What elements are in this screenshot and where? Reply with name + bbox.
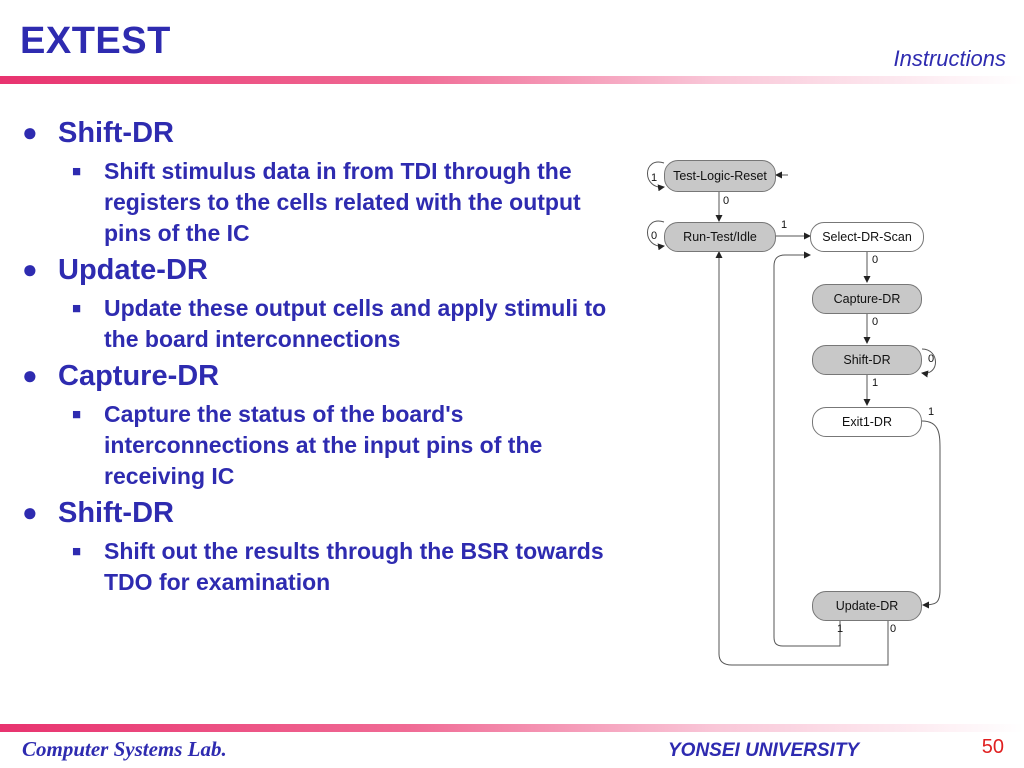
state-update-dr: Update-DR xyxy=(812,591,922,621)
state-run-test-idle: Run-Test/Idle xyxy=(664,222,776,252)
slide-section-label: Instructions xyxy=(893,46,1007,71)
state-shift-dr: Shift-DR xyxy=(812,345,922,375)
bullet-heading: ●Capture-DR xyxy=(22,360,220,392)
state-exit1-dr: Exit1-DR xyxy=(812,407,922,437)
tap-state-diagram: Test-Logic-Reset Run-Test/Idle Select-DR… xyxy=(640,150,960,680)
bullet-subitem: ■Capture the status of the board's inter… xyxy=(72,401,543,489)
bullet-heading: ●Shift-DR xyxy=(22,497,174,529)
transition-label: 0 xyxy=(723,195,730,207)
header-divider xyxy=(0,76,1024,84)
bullet-dot-icon: ● xyxy=(22,360,38,390)
square-bullet-icon: ■ xyxy=(72,406,82,423)
footer-university: YONSEI UNIVERSITY xyxy=(668,740,860,761)
transition-label: 1 xyxy=(837,623,844,635)
bullet-subitem: ■Shift out the results through the BSR t… xyxy=(72,538,604,595)
bullet-list: ●Shift-DR ■Shift stimulus data in from T… xyxy=(22,116,622,602)
bullet-heading: ●Shift-DR xyxy=(22,117,174,149)
state-capture-dr: Capture-DR xyxy=(812,284,922,314)
transition-label: 0 xyxy=(928,353,935,365)
bullet-subitem: ■Update these output cells and apply sti… xyxy=(72,295,607,352)
transition-label: 0 xyxy=(651,230,658,242)
slide-title: EXTEST xyxy=(20,20,171,62)
square-bullet-icon: ■ xyxy=(72,163,82,180)
state-test-logic-reset: Test-Logic-Reset xyxy=(664,160,776,192)
square-bullet-icon: ■ xyxy=(72,300,82,317)
transition-label: 1 xyxy=(651,172,658,184)
footer-lab-name: Computer Systems Lab. xyxy=(22,737,227,761)
transition-label: 0 xyxy=(890,623,897,635)
transition-label: 1 xyxy=(928,406,935,418)
transition-label: 0 xyxy=(872,316,879,328)
state-select-dr-scan: Select-DR-Scan xyxy=(810,222,924,252)
footer-divider xyxy=(0,724,1024,732)
transition-label: 0 xyxy=(872,254,879,266)
transition-label: 1 xyxy=(872,377,879,389)
bullet-heading: ●Update-DR xyxy=(22,254,208,286)
bullet-dot-icon: ● xyxy=(22,117,38,147)
bullet-dot-icon: ● xyxy=(22,254,38,284)
transition-label: 1 xyxy=(781,219,788,231)
diagram-connectors xyxy=(647,161,941,666)
bullet-dot-icon: ● xyxy=(22,497,38,527)
bullet-subitem: ■Shift stimulus data in from TDI through… xyxy=(72,158,581,246)
square-bullet-icon: ■ xyxy=(72,543,82,560)
page-number: 50 xyxy=(981,736,1004,758)
